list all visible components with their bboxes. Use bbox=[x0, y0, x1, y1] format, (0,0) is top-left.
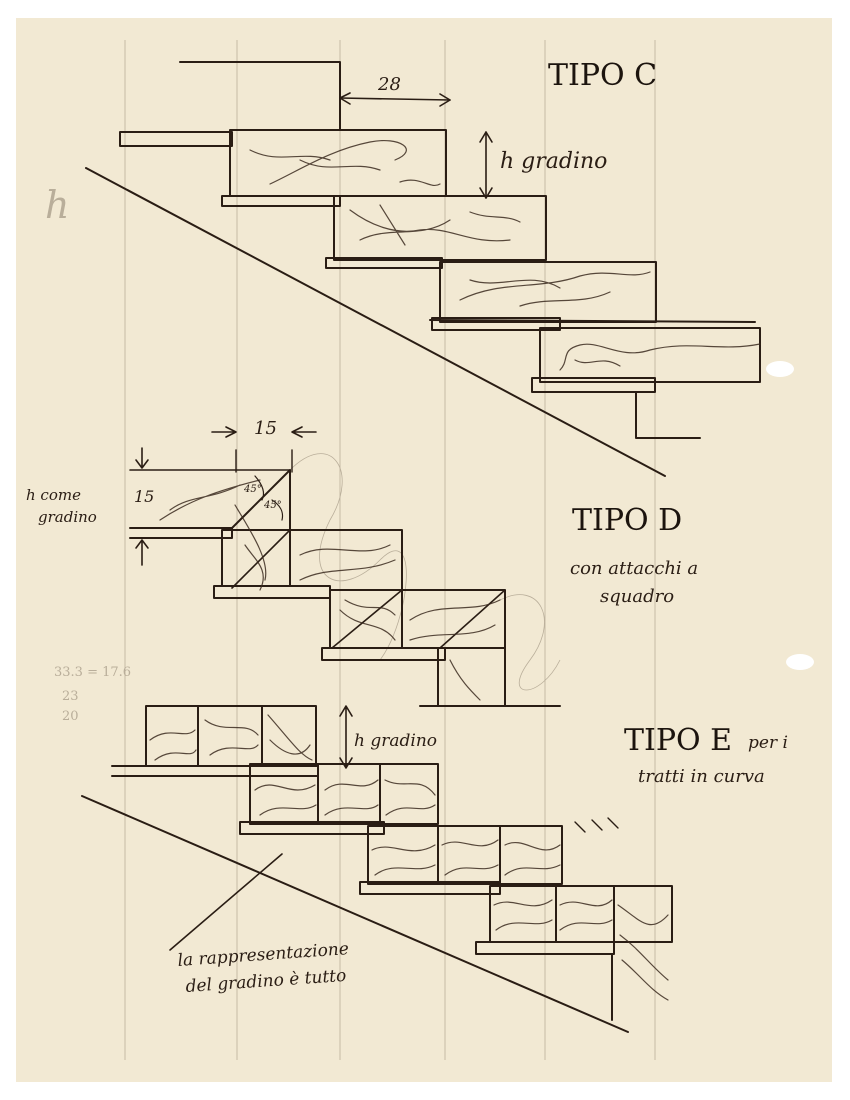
tipo-e-title-suffix: per i bbox=[748, 733, 788, 753]
pencil-calc-line1: 33.3 = 17.6 bbox=[54, 665, 131, 680]
tipo-d-left-note-line1: h come bbox=[26, 486, 81, 504]
pencil-calc-line2: 23 bbox=[62, 689, 79, 704]
tipo-d-angle-b: 45° bbox=[263, 500, 282, 511]
punch-hole-bottom bbox=[786, 654, 814, 670]
tipo-c-staircase bbox=[85, 61, 761, 477]
margin-pencil-sign: h bbox=[45, 183, 69, 227]
tipo-d-height-marker: 15 bbox=[134, 487, 154, 506]
tipo-e-subtitle: tratti in curva bbox=[638, 766, 765, 787]
tipo-c-dimension: 28 bbox=[377, 74, 401, 95]
tipo-e-title: TIPO E bbox=[624, 723, 732, 758]
tipo-c-h-gradino-label: h gradino bbox=[500, 149, 607, 174]
tipo-d-dimension: 15 bbox=[254, 418, 277, 439]
tipo-d-left-note-line2: gradino bbox=[38, 508, 97, 526]
tipo-d-subtitle-line2: squadro bbox=[600, 586, 674, 607]
tipo-d-subtitle-line1: con attacchi a bbox=[570, 558, 698, 579]
tipo-e-h-gradino-label: h gradino bbox=[354, 731, 437, 751]
pencil-calculation: 33.3 = 17.6 23 20 bbox=[54, 665, 131, 724]
pencil-calc-line3: 20 bbox=[62, 709, 79, 724]
paper-background bbox=[16, 18, 832, 1082]
tipo-e-staircase bbox=[81, 705, 673, 1033]
tipo-d-staircase bbox=[129, 426, 561, 707]
tipo-c-title: TIPO C bbox=[548, 58, 657, 93]
tipo-d-angle-a: 45° bbox=[243, 484, 262, 495]
punch-hole-top bbox=[766, 361, 794, 377]
tipo-d-title: TIPO D bbox=[572, 503, 682, 538]
